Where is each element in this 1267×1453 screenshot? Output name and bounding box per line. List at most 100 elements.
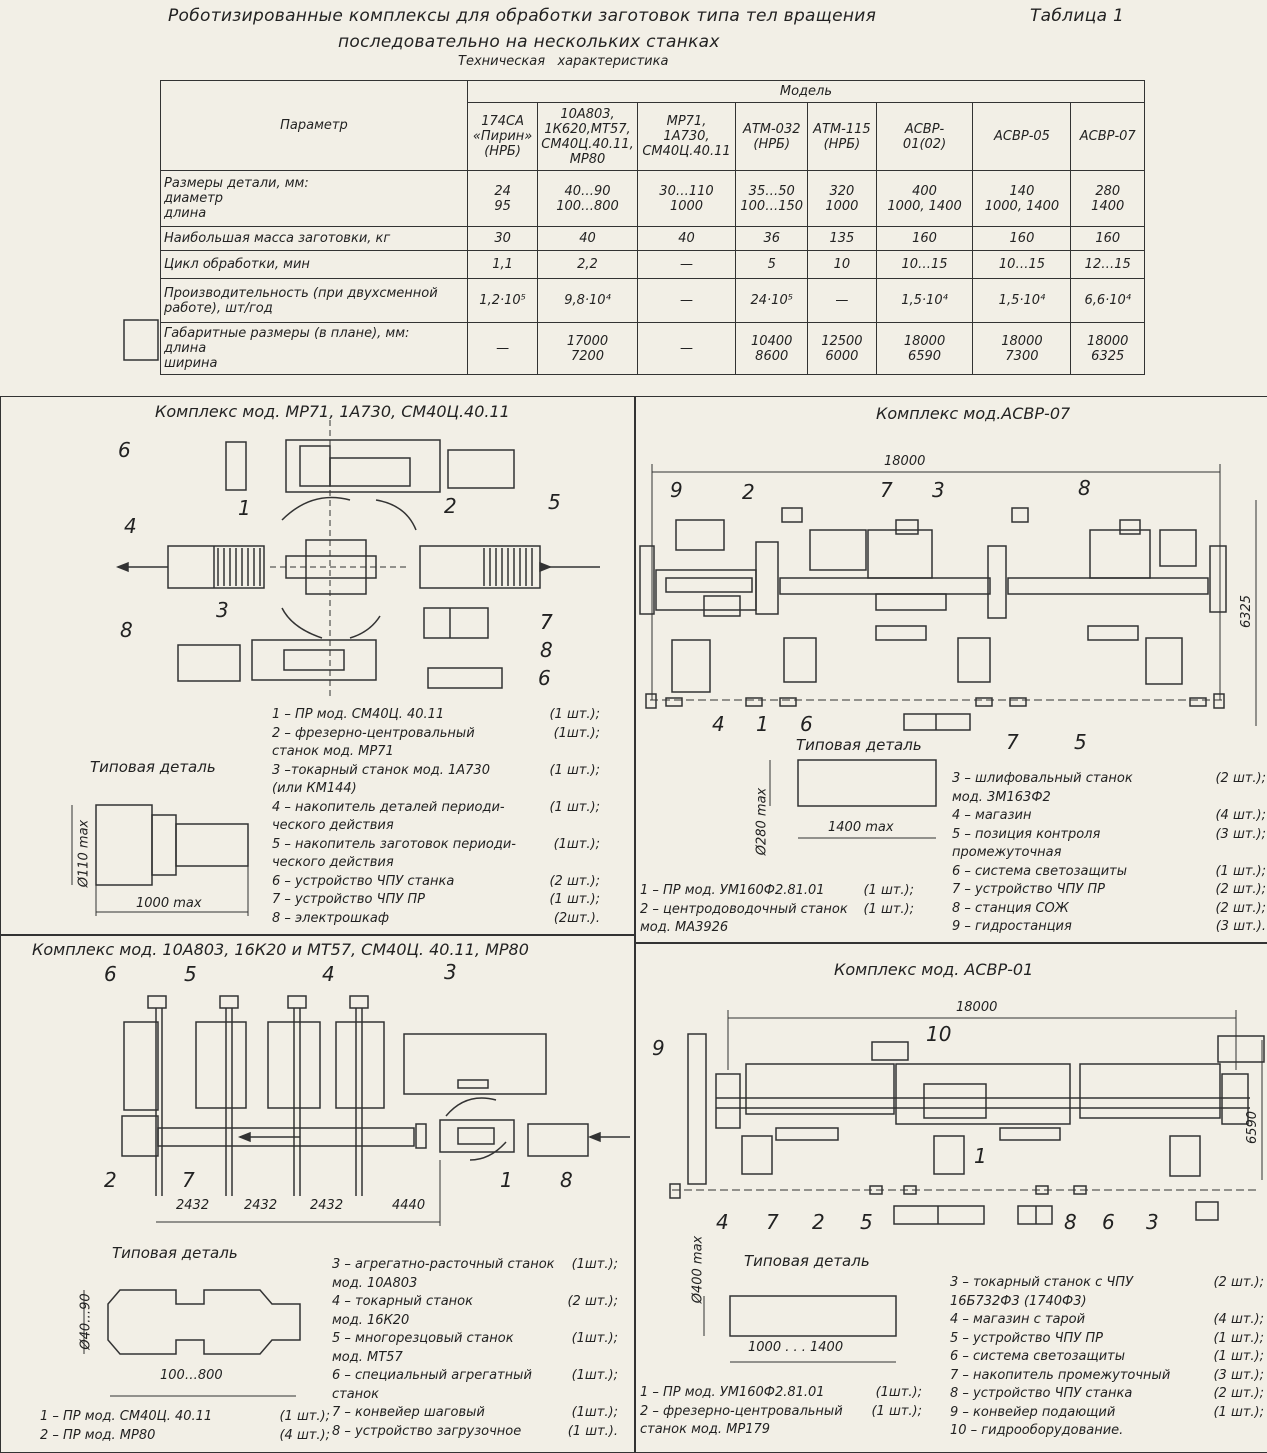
value-cell: 10400 8600 [735, 322, 809, 375]
callout-number: 2 [742, 480, 755, 504]
layout-asvr01 [669, 1010, 1265, 1363]
legend-qty: (1 шт.); [863, 901, 914, 917]
legend-qty: (1шт.); [571, 1405, 618, 1420]
value-cell: 30…110 1000 [636, 170, 737, 227]
legend-text: 3 – агрегатно-расточный станок мод. 10А8… [332, 1257, 555, 1291]
callout-number: 1 [500, 1168, 513, 1192]
value-cell: 160 [875, 226, 974, 251]
callout-number: 8 [120, 618, 133, 642]
panel-asvr07-frame [634, 396, 1267, 944]
panel-10a803-legend-right: 3 – агрегатно-расточный станок мод. 10А8… [332, 1256, 618, 1441]
legend-item: 5 – позиция контроля промежуточная (3 шт.… [952, 826, 1266, 863]
callout-number: 6 [538, 666, 551, 690]
value-cell: 40…90 100…800 [537, 170, 638, 227]
panel-10a803-legend-left: 1 – ПР мод. СМ40Ц. 40.11(1 шт.);2 – ПР м… [40, 1408, 330, 1445]
table-row: Габаритные размеры (в плане), мм: длина … [160, 322, 1145, 375]
value-cell: 1,1 [466, 250, 539, 279]
legend-qty: (4 шт.); [1213, 1312, 1264, 1327]
legend-qty: (2 шт.); [567, 1294, 618, 1309]
legend-item: 8 – станция СОЖ(2 шт.); [952, 900, 1266, 919]
callout-number: 8 [1078, 476, 1091, 500]
legend-qty: (3 шт.); [1215, 826, 1266, 842]
legend-item: 4 – накопитель деталей периоди- ческого … [272, 799, 600, 836]
value-cell: 140 1000, 1400 [972, 170, 1072, 227]
panel-asvr07-legend-left: 1 – ПР мод. УМ160Ф2.81.01(1 шт.);2 – цен… [640, 882, 914, 938]
legend-qty: (2 шт.); [549, 873, 600, 889]
legend-item: 7 – устройство ЧПУ ПР(2 шт.); [952, 881, 1266, 900]
legend-item: 3 –токарный станок мод. 1А730 (или КМ144… [272, 762, 600, 799]
legend-qty: (1 шт.); [549, 799, 600, 815]
legend-qty: (3 шт.). [1215, 919, 1266, 934]
legend-item: 1 – ПР мод. УМ160Ф2.81.01(1 шт.); [640, 882, 914, 901]
legend-qty: (1шт.); [553, 725, 600, 741]
legend-item: 4 – магазин с тарой(4 шт.); [950, 1311, 1264, 1330]
callout-number: 4 [716, 1210, 729, 1234]
value-cell: 17000 7200 [537, 322, 638, 375]
legend-text: 5 – устройство ЧПУ ПР [950, 1330, 1103, 1346]
panel-asvr07-dim-length: 18000 [884, 454, 926, 469]
panel-10a803-dim-diameter: Ø40…90 [78, 1293, 94, 1350]
value-cell: 24 95 [466, 170, 539, 227]
callout-number: 4 [712, 712, 725, 736]
table-row: Производительность (при двухсменной рабо… [160, 278, 1145, 323]
page-title-line1: Роботизированные комплексы для обработки… [168, 6, 877, 26]
value-cell: 280 1400 [1070, 170, 1145, 227]
legend-qty: (2 шт.); [1213, 1275, 1264, 1290]
callout-number: 8 [560, 1168, 573, 1192]
panel-asvr07-legend-right: 3 – шлифовальный станок мод. 3М163Ф2(2 ш… [952, 770, 1266, 937]
callout-number: 7 [182, 1168, 195, 1192]
legend-text: 2 – ПР мод. МР80 [40, 1427, 156, 1443]
param-cell: Производительность (при двухсменной рабо… [160, 278, 468, 323]
legend-text: 2 – фрезерно-центровальный станок мод. М… [272, 725, 475, 760]
legend-item: 5 – накопитель заготовок периоди- ческог… [272, 836, 600, 873]
legend-text: 6 – система светозащиты [950, 1349, 1125, 1364]
param-cell: Размеры детали, мм: диаметр длина [160, 170, 468, 227]
legend-item: 2 – центродоводочный станок мод. МА3926(… [640, 901, 914, 938]
panel-asvr07-dim-width: 6325 [1239, 594, 1255, 629]
panel-mp71-legend: 1 – ПР мод. СМ40Ц. 40.11 (1 шт.); 2 – фрез… [272, 706, 600, 928]
callout-number: 5 [860, 1210, 873, 1234]
legend-text: 5 – позиция контроля промежуточная [952, 826, 1101, 861]
legend-qty: (2 шт.); [1215, 771, 1266, 786]
legend-qty: (3 шт.); [1213, 1367, 1264, 1383]
legend-qty: (1 шт.); [549, 892, 600, 907]
legend-item: 9 – гидростанция(3 шт.). [952, 918, 1266, 937]
callout-number: 3 [444, 960, 457, 984]
value-cell: 10…15 [972, 250, 1072, 279]
callout-number: 4 [124, 514, 137, 538]
legend-qty: (2 шт.); [1215, 900, 1266, 916]
legend-item: 1 – ПР мод. УМ160Ф2.81.01(1шт.); [640, 1384, 922, 1403]
value-cell: 24·10⁵ [735, 278, 809, 323]
callout-number: 6 [104, 962, 117, 986]
legend-text: 1 – ПР мод. СМ40Ц. 40.11 [272, 707, 445, 722]
callout-number: 8 [1064, 1210, 1077, 1234]
spec-table: Параметр Модель 174СА «Пирин» (НРБ)10А80… [160, 80, 1146, 375]
panel-asvr07-typical-part: Типовая деталь [796, 736, 922, 754]
value-cell: 18000 6325 [1070, 322, 1145, 375]
legend-item: 8 – электрошкаф(2шт.). [272, 910, 600, 929]
legend-qty: (2шт.). [553, 910, 600, 926]
legend-qty: (1 шт.); [1213, 1404, 1264, 1420]
model-header-cell: АТМ-115 (НРБ) [807, 102, 877, 171]
legend-item: 6 – устройство ЧПУ станка(2 шт.); [272, 873, 600, 892]
callout-number: 7 [540, 610, 553, 634]
legend-text: 10 – гидрооборудование. [950, 1423, 1124, 1438]
legend-qty: (1 шт.); [1213, 1330, 1264, 1346]
callout-number: 7 [880, 478, 893, 502]
legend-qty: (4 шт.); [1215, 808, 1266, 823]
callout-number: 9 [652, 1036, 665, 1060]
legend-text: 8 – устройство загрузочное [332, 1423, 522, 1439]
table-subtitle: Техническая характеристика [458, 54, 669, 69]
legend-text: 1 – ПР мод. УМ160Ф2.81.01 [640, 1385, 825, 1400]
legend-item: 6 – система светозащиты (1 шт.); [952, 863, 1266, 882]
legend-item: 5 – многорезцовый станок мод. МТ57(1шт.)… [332, 1330, 618, 1367]
legend-text: 2 – фрезерно-центровальный станок мод. М… [640, 1403, 843, 1438]
legend-text: 6 – система светозащиты [952, 863, 1127, 879]
value-cell: 18000 7300 [972, 322, 1072, 375]
legend-qty: (2 шт.); [1215, 882, 1266, 897]
layout-10a803 [83, 319, 630, 1397]
panel-asvr01-legend-right: 3 – токарный станок с ЧПУ 16Б732Ф3 (1740… [950, 1274, 1264, 1441]
legend-qty: (1 шт.); [1215, 863, 1266, 879]
legend-item: 1 – ПР мод. СМ40Ц. 40.11(1 шт.); [40, 1408, 330, 1427]
legend-text: 4 – магазин [952, 808, 1032, 823]
